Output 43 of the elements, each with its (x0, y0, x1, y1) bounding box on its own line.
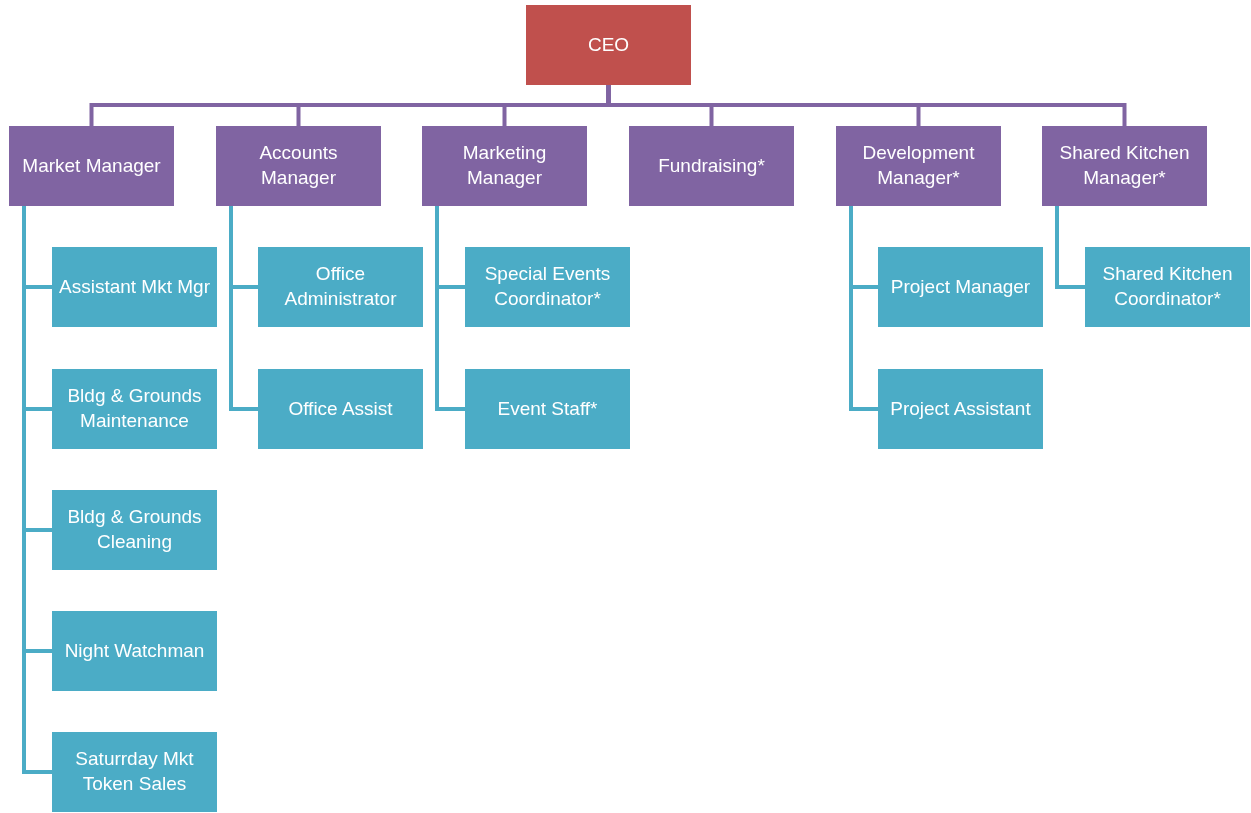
role-title: Development Manager* (861, 141, 976, 190)
staff-box (878, 247, 1043, 327)
staff-box (258, 369, 423, 449)
manager-box (422, 126, 587, 206)
staff-box (52, 490, 217, 570)
role-title: Night Watchman (64, 638, 205, 663)
manager-box (216, 126, 381, 206)
manager-box (1042, 126, 1207, 206)
role-title: Assistant Mkt Mgr (59, 274, 210, 299)
role-title: Project Manager (890, 274, 1031, 299)
role-title: Accounts Manager (258, 141, 339, 190)
role-title: CEO (587, 32, 630, 57)
role-title: Shared Kitchen Manager* (1058, 141, 1191, 190)
role-title: Event Staff* (497, 396, 598, 421)
manager-box (9, 126, 174, 206)
role-title: Bldg & Grounds Maintenance (66, 384, 203, 433)
role-title: Bldg & Grounds Cleaning (66, 505, 203, 554)
connector-line (849, 206, 878, 411)
manager-box (836, 126, 1001, 206)
executive-box (526, 5, 691, 85)
manager-box (629, 126, 794, 206)
role-title: Special Events Coordinator* (483, 262, 612, 311)
role-title: Market Manager (22, 153, 161, 178)
staff-box (465, 369, 630, 449)
staff-box (52, 369, 217, 449)
staff-box (878, 369, 1043, 449)
role-title: Office Assist (288, 396, 393, 421)
role-title: Office Administrator (283, 262, 398, 311)
connector-line (606, 85, 1127, 126)
connector-line (1055, 206, 1085, 289)
staff-box (52, 247, 217, 327)
staff-box (258, 247, 423, 327)
role-title: Fundraising* (658, 153, 765, 178)
role-title: Saturrday Mkt Token Sales (74, 747, 195, 796)
role-title: Shared Kitchen Coordinator* (1101, 262, 1234, 311)
role-title: Project Assistant (890, 396, 1031, 421)
staff-box (52, 611, 217, 691)
connector-line (435, 206, 465, 411)
staff-box (465, 247, 630, 327)
connector-line (229, 206, 258, 411)
staff-box (52, 732, 217, 812)
role-title: Marketing Manager (461, 141, 548, 190)
staff-box (1085, 247, 1250, 327)
